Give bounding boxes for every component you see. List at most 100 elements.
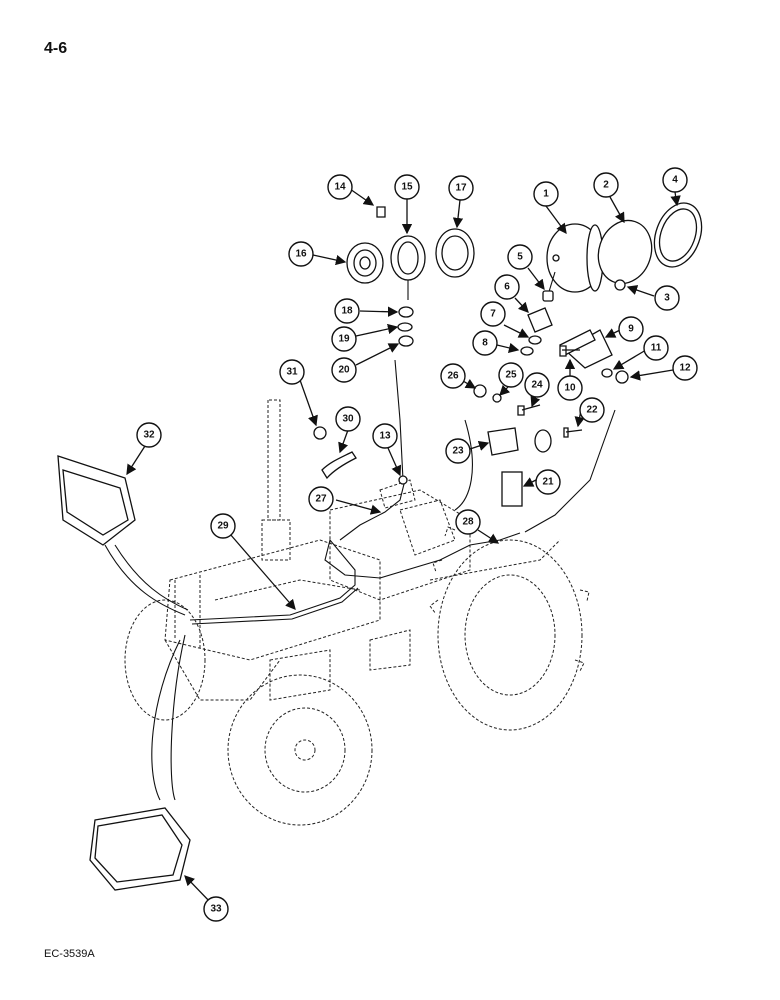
callout-5: 5 xyxy=(507,244,533,270)
washer-11 xyxy=(601,368,613,378)
callout-2: 2 xyxy=(593,172,619,198)
nut-25 xyxy=(492,393,502,403)
callout-31: 31 xyxy=(279,359,305,385)
headlamp-rim xyxy=(653,202,703,268)
callout-26: 26 xyxy=(440,363,466,389)
svg-text:3: 3 xyxy=(664,293,670,304)
reflector-bracket xyxy=(487,427,519,456)
svg-text:11: 11 xyxy=(651,343,662,354)
bolt-24 xyxy=(517,404,541,416)
callout-15: 15 xyxy=(394,174,420,200)
svg-text:26: 26 xyxy=(447,371,459,382)
callout-32: 32 xyxy=(136,422,162,448)
headlamp-bulb xyxy=(614,279,626,291)
lamp-sleeve xyxy=(542,290,554,302)
callout-19: 19 xyxy=(331,326,357,352)
nut-12 xyxy=(615,370,629,384)
svg-text:7: 7 xyxy=(490,309,496,320)
svg-text:12: 12 xyxy=(679,363,691,374)
callout-21: 21 xyxy=(535,469,561,495)
svg-text:25: 25 xyxy=(505,370,517,381)
callout-8: 8 xyxy=(472,330,498,356)
connector-13 xyxy=(398,475,408,485)
svg-text:28: 28 xyxy=(462,517,474,528)
svg-text:31: 31 xyxy=(286,367,298,378)
callout-9: 9 xyxy=(618,316,644,342)
headlamp-housing xyxy=(546,223,604,296)
nut-26 xyxy=(473,384,487,398)
svg-text:18: 18 xyxy=(341,306,353,317)
callout-14: 14 xyxy=(327,174,353,200)
callout-12: 12 xyxy=(672,355,698,381)
harness-grommet xyxy=(321,451,357,480)
svg-text:14: 14 xyxy=(334,182,346,193)
reflector-disc xyxy=(534,429,552,453)
callout-30: 30 xyxy=(335,406,361,432)
callout-27: 27 xyxy=(308,486,334,512)
svg-text:9: 9 xyxy=(628,324,634,335)
harness-clip xyxy=(313,426,327,440)
callout-17: 17 xyxy=(448,175,474,201)
nut-8 xyxy=(520,346,534,356)
callout-18: 18 xyxy=(334,298,360,324)
leader-lines xyxy=(126,188,681,905)
lamp-clamp xyxy=(527,307,553,333)
screw-22 xyxy=(563,427,583,438)
callout-13: 13 xyxy=(372,423,398,449)
svg-text:2: 2 xyxy=(603,180,609,191)
tractor-outline xyxy=(124,399,590,826)
callout-6: 6 xyxy=(494,274,520,300)
callout-23: 23 xyxy=(445,438,471,464)
callout-20: 20 xyxy=(331,357,357,383)
bolt-10 xyxy=(559,345,580,357)
svg-text:19: 19 xyxy=(338,334,350,345)
figure-code: EC-3539A xyxy=(44,948,95,960)
svg-text:21: 21 xyxy=(542,477,554,488)
callout-4: 4 xyxy=(662,167,688,193)
side-lamp-body xyxy=(390,235,426,300)
callout-1: 1 xyxy=(533,181,559,207)
svg-text:1: 1 xyxy=(543,189,549,200)
svg-text:24: 24 xyxy=(531,380,543,391)
svg-text:5: 5 xyxy=(517,252,523,263)
callout-22: 22 xyxy=(579,397,605,423)
callout-3: 3 xyxy=(654,285,680,311)
svg-text:8: 8 xyxy=(482,338,488,349)
callout-7: 7 xyxy=(480,301,506,327)
callout-28: 28 xyxy=(455,509,481,535)
svg-text:30: 30 xyxy=(342,414,354,425)
svg-text:15: 15 xyxy=(401,182,413,193)
spacer-18 xyxy=(398,306,414,318)
svg-text:32: 32 xyxy=(143,430,155,441)
svg-text:20: 20 xyxy=(338,365,350,376)
reflector-strip xyxy=(501,471,523,507)
svg-text:10: 10 xyxy=(564,383,576,394)
svg-text:17: 17 xyxy=(455,183,467,194)
callout-29: 29 xyxy=(210,513,236,539)
nut-20 xyxy=(398,335,414,347)
callout-16: 16 xyxy=(288,241,314,267)
side-lamp-lens xyxy=(435,228,475,278)
wiring-harness xyxy=(104,359,616,801)
svg-text:29: 29 xyxy=(217,521,229,532)
page-number: 4-6 xyxy=(44,40,68,57)
callout-10: 10 xyxy=(557,375,583,401)
side-lamp-reflector xyxy=(346,242,384,284)
svg-text:23: 23 xyxy=(452,446,464,457)
svg-text:16: 16 xyxy=(295,249,307,260)
side-lamp-bulb xyxy=(376,206,386,218)
svg-text:6: 6 xyxy=(504,282,510,293)
callout-24: 24 xyxy=(524,372,550,398)
svg-text:4: 4 xyxy=(672,175,678,186)
svg-text:33: 33 xyxy=(210,904,222,915)
washer-7 xyxy=(528,335,542,345)
callout-33: 33 xyxy=(203,896,229,922)
callout-11: 11 xyxy=(643,335,669,361)
svg-text:22: 22 xyxy=(586,405,598,416)
front-work-lamp xyxy=(89,807,191,891)
washer-19 xyxy=(397,322,413,332)
callout-25: 25 xyxy=(498,362,524,388)
svg-text:27: 27 xyxy=(315,494,327,505)
rear-work-lamp xyxy=(57,455,136,546)
